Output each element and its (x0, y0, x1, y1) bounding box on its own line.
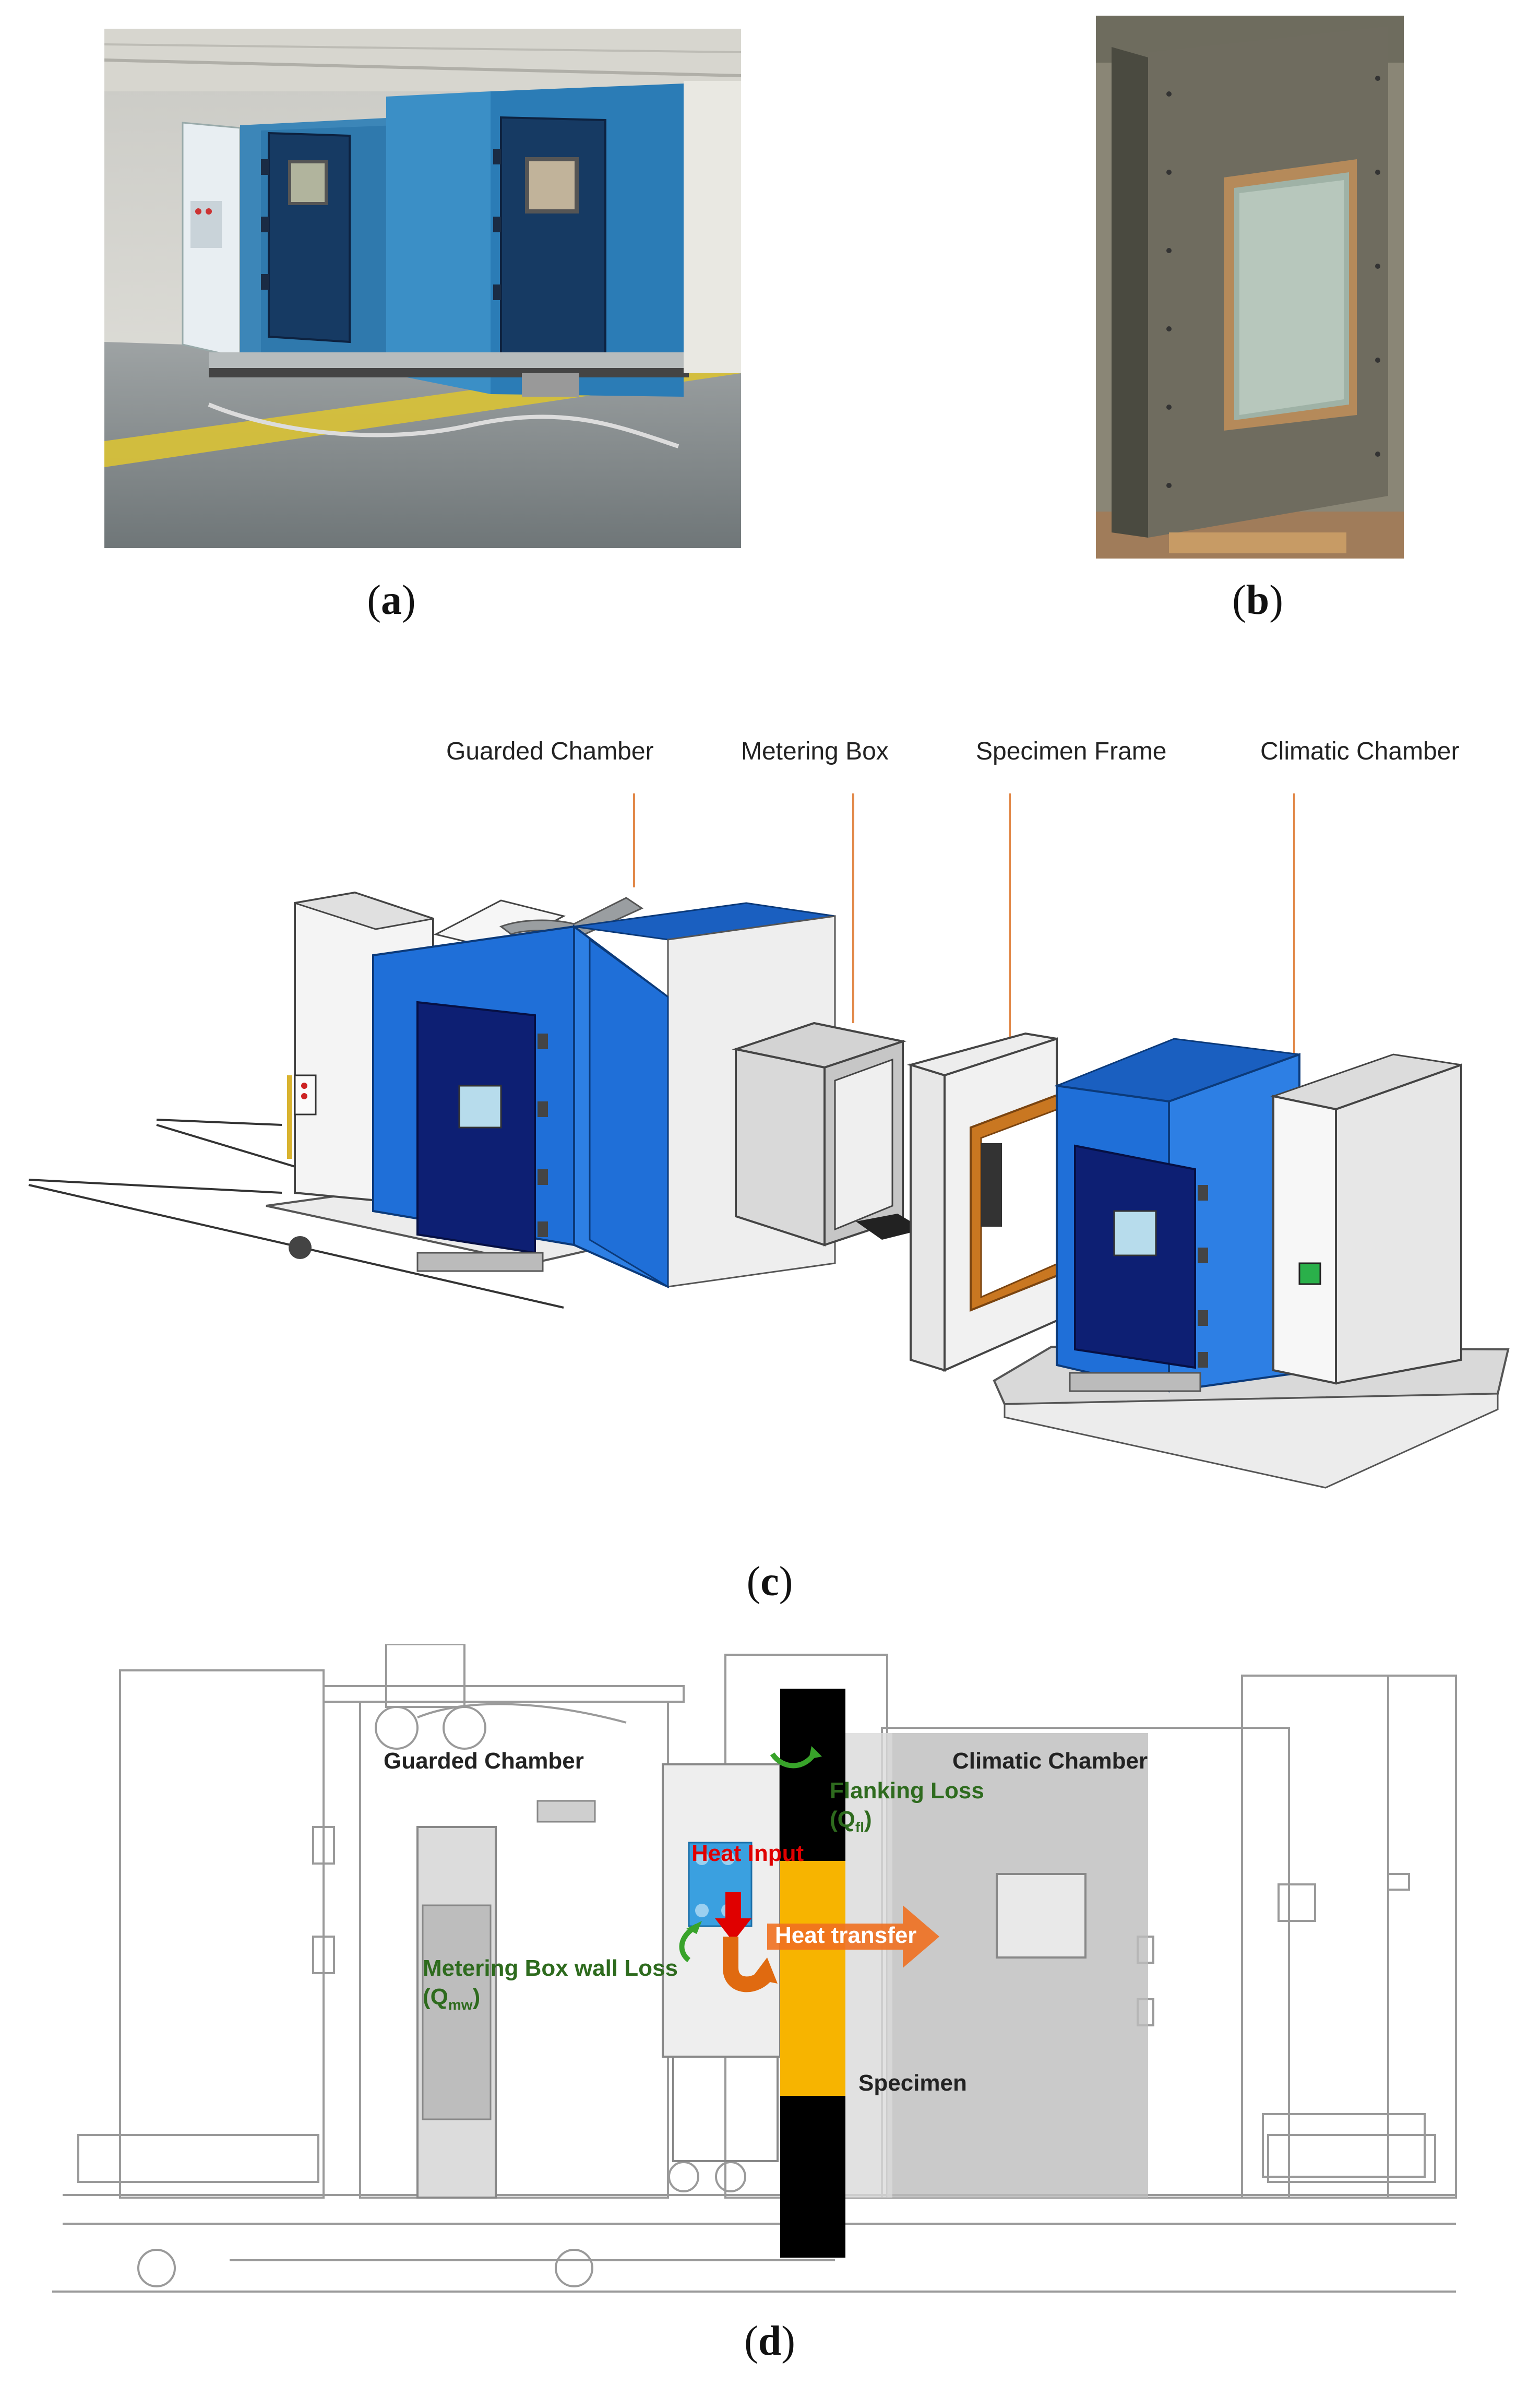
label-heat-transfer: Heat transfer (775, 1923, 916, 1948)
label-d-guarded-chamber: Guarded Chamber (384, 1748, 584, 1774)
schematic-section: Guarded Chamber Climatic Chamber Flankin… (52, 1644, 1457, 2293)
label-heat-input: Heat Input (691, 1841, 804, 1866)
label-flanking-symbol: (Qfl) (830, 1807, 872, 1835)
label-guarded-chamber: Guarded Chamber (446, 738, 654, 765)
label-d-climatic-chamber: Climatic Chamber (952, 1748, 1148, 1774)
photo-specimen-frame (1096, 16, 1404, 559)
caption-a: (a) (367, 577, 416, 623)
caption-c: (c) (746, 1559, 793, 1605)
rendering-3d-apparatus: Guarded Chamber Metering Box Specimen Fr… (28, 738, 1510, 1489)
specimen-black-top (780, 1689, 845, 1861)
label-flanking-loss: Flanking Loss (830, 1778, 984, 1803)
photo-test-facility (104, 29, 741, 548)
caption-b: (b) (1232, 577, 1283, 623)
label-climatic-chamber: Climatic Chamber (1260, 738, 1459, 765)
label-metering-box: Metering Box (741, 738, 889, 765)
heat-transfer-arrow (767, 1905, 939, 1968)
caption-d: (d) (744, 2318, 795, 2364)
label-specimen: Specimen (858, 2070, 967, 2096)
heat-input-arrow (715, 1892, 751, 1942)
label-specimen-frame: Specimen Frame (976, 738, 1166, 765)
label-mw-symbol: (Qmw) (423, 1984, 480, 2013)
specimen-yellow (780, 1861, 845, 2096)
specimen-black-bottom (780, 2096, 845, 2258)
label-metering-wall-loss: Metering Box wall Loss (423, 1955, 678, 1981)
